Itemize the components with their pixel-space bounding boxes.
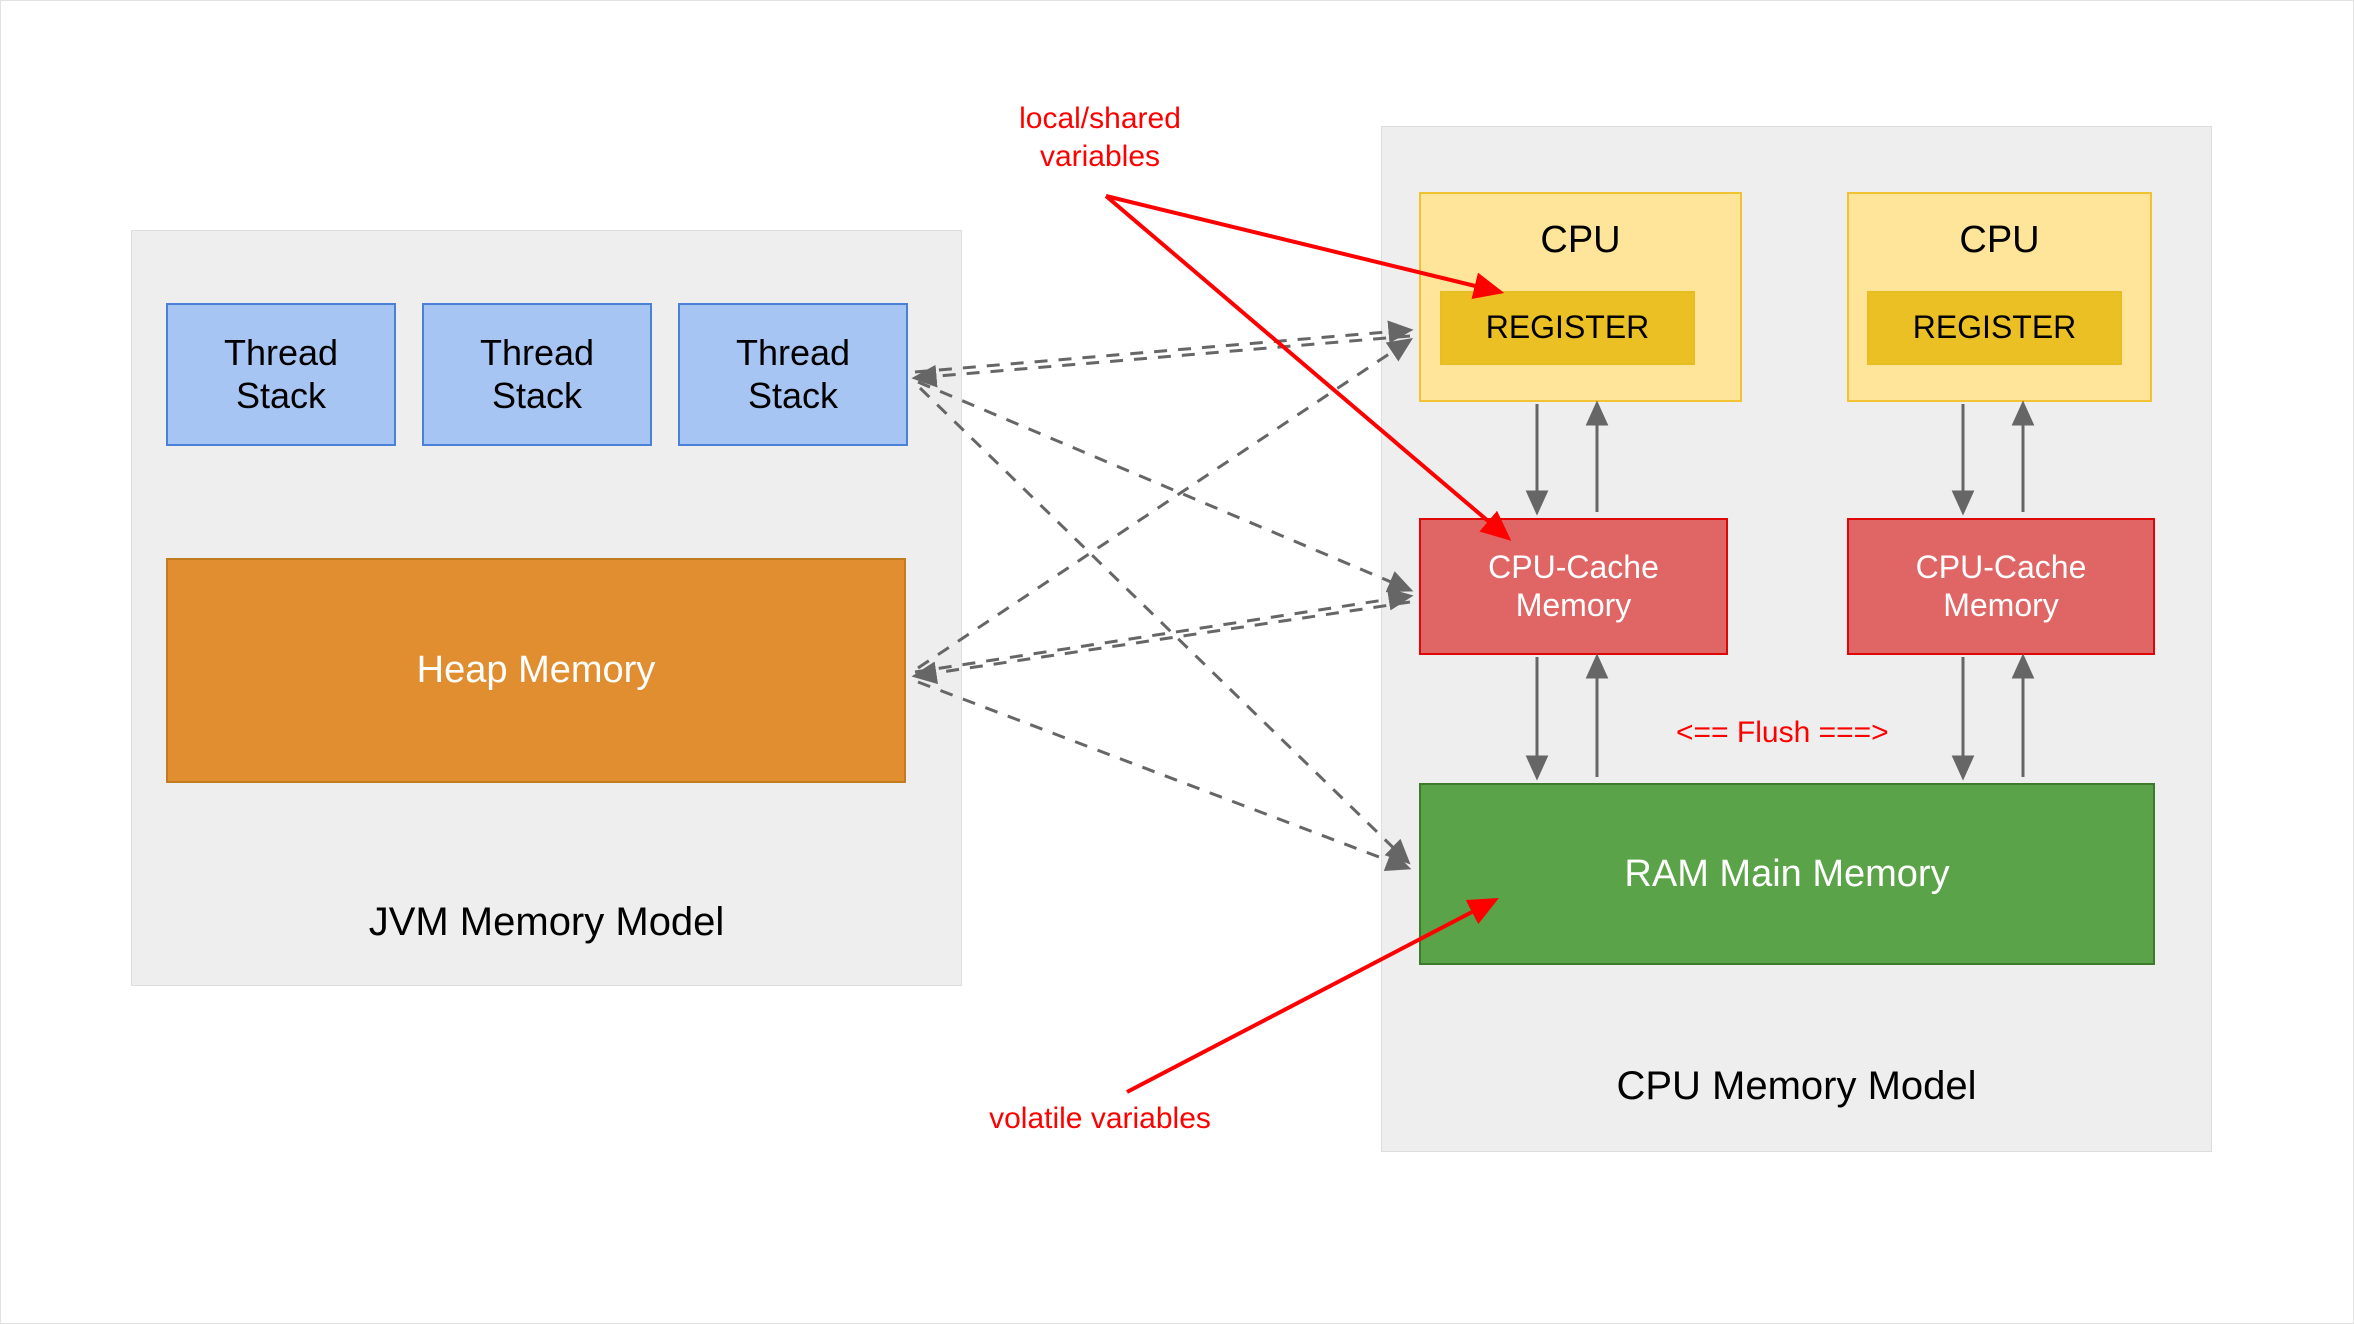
connector-heap-cache (911, 588, 1414, 685)
ram-main-memory-box[interactable]: RAM Main Memory (1419, 783, 2155, 965)
connector-threadstack-register (911, 320, 1414, 388)
volatile-variables-annotation: volatile variables (989, 1102, 1211, 1135)
flush-label: <== Flush ===> (1676, 716, 1889, 749)
register-box-1[interactable]: REGISTER (1440, 291, 1695, 365)
heap-memory-box[interactable]: Heap Memory (166, 558, 906, 783)
connector-heap-register (917, 338, 1413, 670)
connector-threadstack-ram (918, 386, 1411, 865)
register-box-2[interactable]: REGISTER (1867, 291, 2122, 365)
jvm-memory-model-title: JVM Memory Model (368, 900, 725, 944)
connector-threadstack-cache (917, 380, 1414, 593)
cpu-memory-model-title: CPU Memory Model (1616, 1064, 1977, 1108)
connector-heap-ram (917, 680, 1412, 871)
